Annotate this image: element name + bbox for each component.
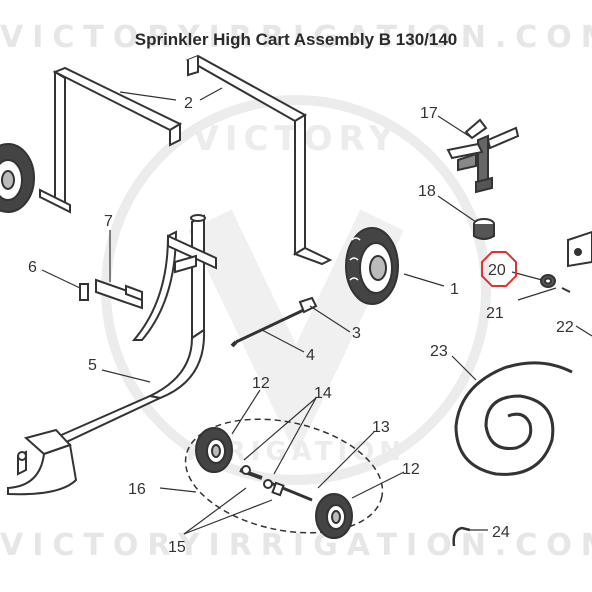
callout-13: 13	[372, 419, 390, 436]
part-18-connector	[473, 218, 495, 240]
callout-14: 14	[314, 385, 332, 402]
callout-7: 7	[104, 213, 113, 230]
callout-20: 20	[488, 262, 506, 279]
part-3-bracket	[298, 296, 318, 314]
callout-21: 21	[486, 305, 504, 322]
part-21-pin	[561, 287, 571, 293]
part-12-wheel-right	[315, 493, 353, 539]
callout-2: 2	[184, 95, 193, 112]
part-4-rod	[230, 306, 309, 348]
callout-5: 5	[88, 357, 97, 374]
callout-18: 18	[418, 183, 436, 200]
part-7-plate	[95, 278, 143, 310]
part-24-hook	[452, 526, 471, 547]
callout-3: 3	[352, 325, 361, 342]
part-22-fitting	[567, 230, 592, 268]
callout-labels: 2 1 3 4 5 6 7 12 12 13 14 15 16 17 18 20…	[28, 95, 574, 556]
skid-plate	[7, 428, 78, 496]
callout-23: 23	[430, 343, 448, 360]
part-17-sprinkler-head	[446, 118, 520, 194]
part-7-bracket	[167, 234, 217, 274]
part-20-nut	[540, 274, 556, 288]
callout-16: 16	[128, 481, 146, 498]
callout-17: 17	[420, 105, 438, 122]
part-13-axle	[239, 465, 313, 502]
callout-15: 15	[168, 539, 186, 556]
part-1-wheel	[345, 227, 399, 305]
left-wheel	[0, 143, 35, 213]
part-12-wheel-left	[195, 427, 233, 473]
callout-4: 4	[306, 347, 315, 364]
callout-1: 1	[450, 281, 459, 298]
callout-24: 24	[492, 524, 510, 541]
part-20-highlight	[481, 251, 517, 287]
part-2-frame	[39, 54, 333, 266]
part-5-cart-frame	[47, 214, 206, 447]
svg-text:VICTORY: VICTORY	[193, 119, 400, 159]
watermark-bottom: VICTORYIRRIGATION.COM	[0, 528, 592, 563]
leader-lines	[41, 87, 592, 535]
callout-6: 6	[28, 259, 37, 276]
part-23-hose-coil	[454, 361, 573, 476]
watermark-top: VICTORYIRRIGATION.COM	[0, 20, 592, 55]
part-6-clip	[79, 283, 89, 301]
part-16-front-wheel-assembly	[184, 418, 384, 539]
callout-12-left: 12	[252, 375, 270, 392]
callout-22: 22	[556, 319, 574, 336]
callout-12-right: 12	[402, 461, 420, 478]
diagram-title: Sprinkler High Cart Assembly B 130/140	[134, 30, 458, 49]
